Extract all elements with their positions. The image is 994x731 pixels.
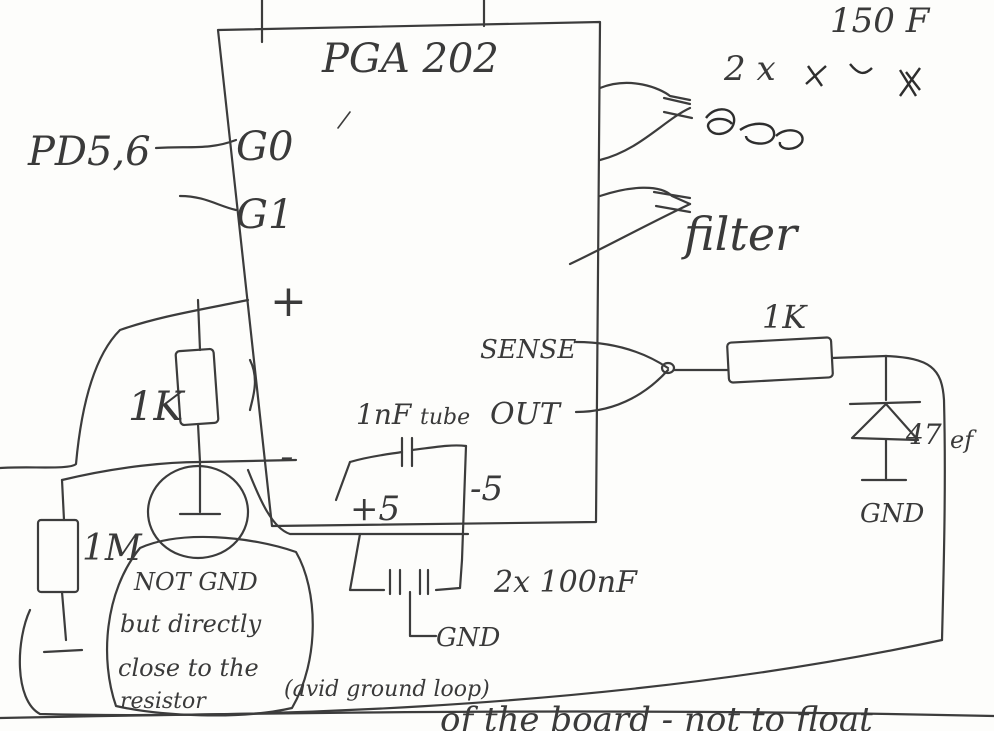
note-line-1: NOT GND [133,568,258,596]
cap-decoupling-label: 2x 100nF [493,565,638,600]
pin-g1: G1 [236,192,293,238]
input-network: 1K 1M [0,298,470,654]
pin-minus: - [280,434,294,480]
sense-output-network: SENSE OUT 1K 47 ef GND [480,298,977,642]
note-loop: (avid ground loop) [284,677,490,702]
gnd-decoupling-label: GND [436,623,501,653]
pin-out: OUT [490,397,562,432]
pin-vminus: -5 [470,469,503,509]
note-line-4: resistor [120,689,207,714]
bottom-note: of the board - not to float [440,700,873,731]
port-connection: PD5,6 [27,129,238,212]
pin-vplus: +5 [350,489,400,529]
pin-plus: + [270,276,307,327]
r-right-label: 1K [762,298,808,336]
note-line-2: but directly [120,610,262,638]
diode-unit: ef [950,426,977,454]
mid-capacitor: 1nF tube +5 -5 [334,398,503,562]
pga202-chip: PGA 202 [216,0,602,528]
port-label: PD5,6 [27,129,151,175]
cap-mid-label: 1nF [356,398,413,431]
pin-g0: G0 [236,124,293,170]
r-bleed-label: 1M [82,528,143,569]
r-left-label: 1K [128,384,185,430]
note-line-3: close to the [118,654,259,682]
cap-top-count: 2 x [723,49,776,89]
cap-mid-note: tube [420,405,470,430]
bottom-wiring: of the board - not to float [0,608,994,731]
gnd-diode-label: GND [860,499,925,529]
ground-note: NOT GND but directly close to the resist… [105,535,490,717]
pin-sense: SENSE [480,335,576,365]
filter-connection: filter [568,186,800,266]
filter-label: filter [681,207,800,261]
output-capacitor-pair: 2 x 150 F [598,1,931,162]
decoupling-capacitors: 2x 100nF GND [348,532,638,653]
ic-label: PGA 202 [321,36,499,82]
diode-value: 47 [905,418,942,451]
g0-tick [337,111,351,129]
cap-top-value: 150 F [830,1,931,41]
